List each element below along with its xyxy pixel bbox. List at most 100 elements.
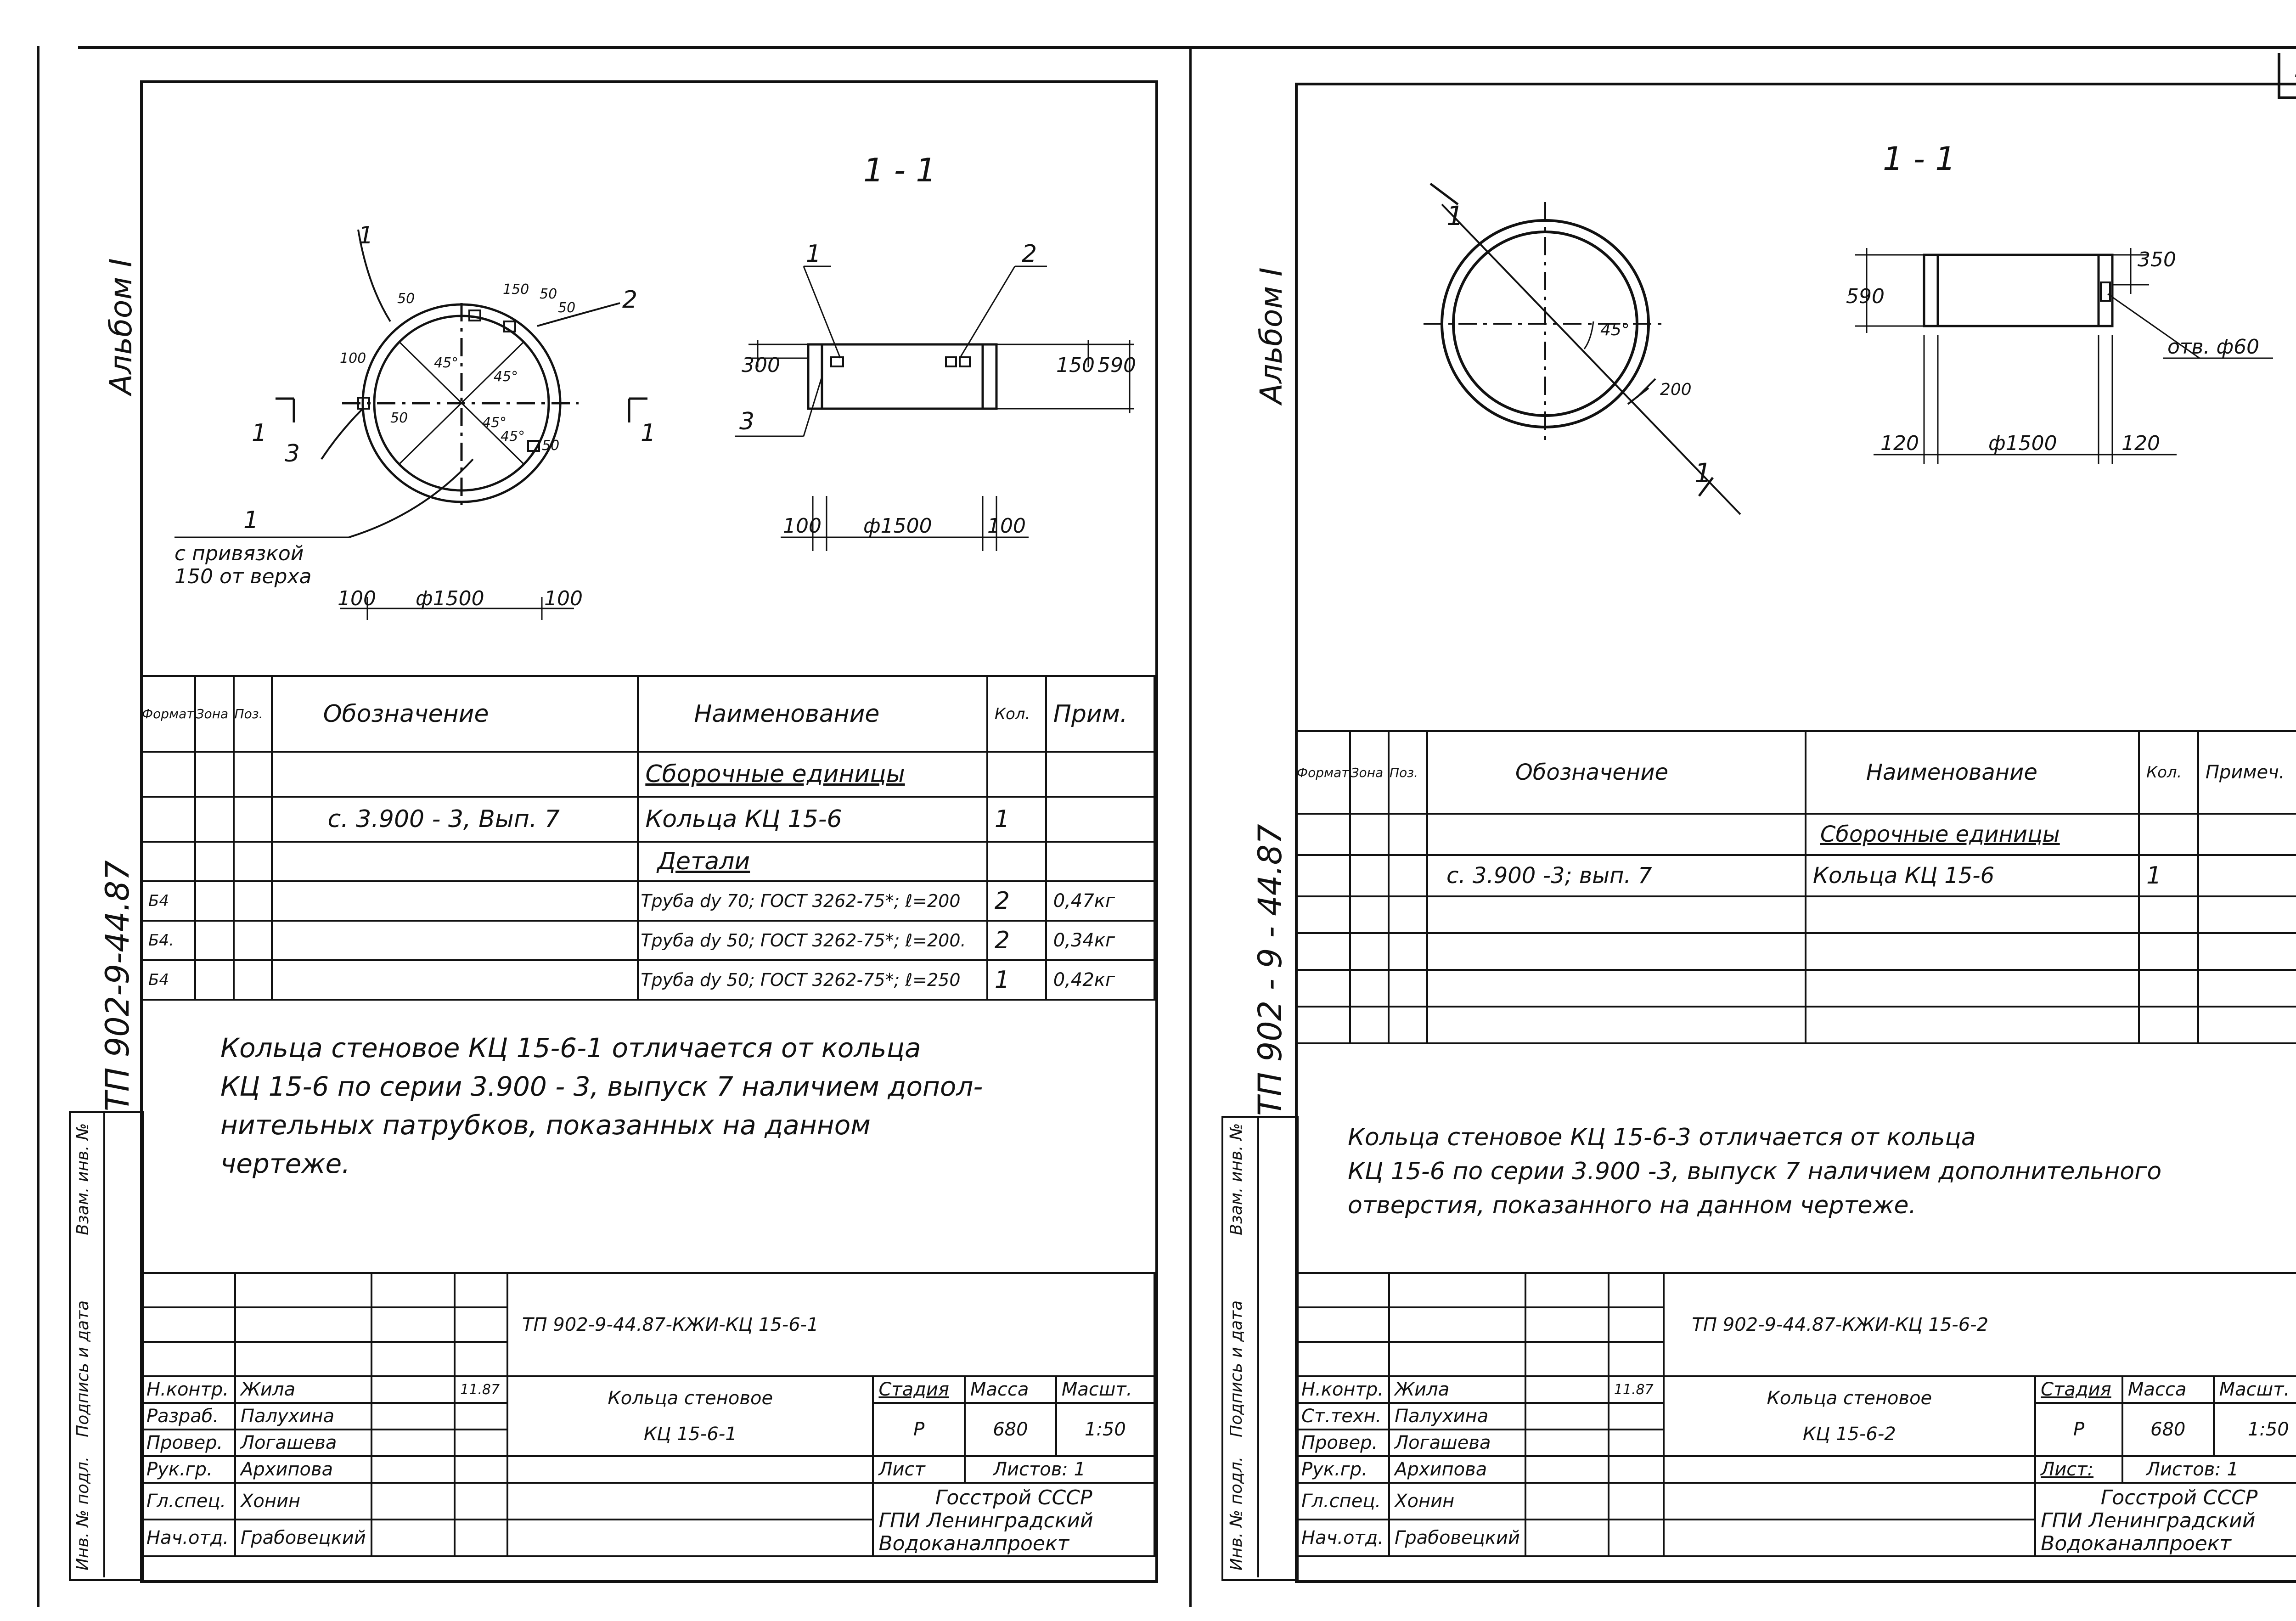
table-cell [1388,1006,1428,1044]
right-spec-row-1: Сборочные единицы [1295,813,2296,856]
right-signer-name-5: Хонин [1388,1482,1526,1520]
table-cell [1388,1341,1526,1377]
table-row: Ст.техн. Палухина Р 680 1:50 [1294,1402,2296,1457]
table-cell [454,1519,509,1557]
table-cell: с. 3.900 -3; вып. 7 [1426,854,1806,897]
table-cell [1295,854,1351,897]
left-tb-org-1: Госстрой СССР [935,1486,1092,1509]
left-section-dim-150: 150 [1056,354,1095,377]
table-cell: с. 3.900 - 3, Вып. 7 [270,796,639,843]
table-cell [370,1429,456,1457]
left-plan-view [174,229,647,620]
left-tb-mass: 680 [963,1402,1057,1457]
table-cell: Кольца КЦ 15-6 [637,796,988,843]
table-cell [370,1306,456,1343]
table-cell [2197,854,2296,897]
right-section-bottom-dim-1: 120 [1880,432,1919,455]
left-spec-table: Формат Зона Поз. Обозначение Наименовани… [140,675,1156,1001]
left-page-frame [37,46,39,1607]
left-note-line-3: нительных патрубков, показанных на данно… [220,1109,871,1141]
table-row: Гл.спец. Хонин Госстрой СССР ГПИ Ленингр… [140,1482,1155,1557]
right-tb-org-3: Водоканалпроект [2041,1532,2231,1555]
table-cell [232,841,273,882]
table-cell [454,1429,509,1457]
table-cell [234,1272,372,1308]
left-plan-dim-4: 50 [540,286,557,302]
table-cell [1662,1482,2037,1520]
right-tb-scale-h: Масшт. [2212,1375,2296,1404]
table-row: Гл.спец. Хонин Госстрой СССР ГПИ Ленингр… [1294,1482,2296,1557]
table-cell [1607,1402,1665,1430]
left-plan-callout-1: 1 [358,222,373,249]
table-cell [1349,932,1390,971]
table-row: ТП 902-9-44.87-КЖИ-КЦ 15-6-2 [1294,1272,2296,1377]
table-cell [1388,932,1428,971]
left-spec-h-pos: Поз. [232,675,273,753]
table-cell [1524,1455,1609,1484]
right-spec-h-oboz: Обозначение [1426,730,1806,815]
left-plan-callout-3: 3 [285,440,300,467]
right-tb-code: ТП 902-9-44.87-КЖИ-КЦ 15-6-2 [1662,1272,2296,1377]
right-spec-row-6 [1295,1006,2296,1044]
table-cell [1607,1341,1665,1377]
table-cell [454,1306,509,1343]
table-cell [270,920,639,961]
table-cell [1388,969,1428,1007]
table-cell [506,1482,874,1520]
left-tb-org-2: ГПИ Ленинградский [878,1509,1093,1532]
table-row [1294,1341,2296,1377]
table-cell [1295,932,1351,971]
table-cell [506,1455,874,1484]
table-cell [1607,1429,1665,1457]
table-cell: Б4 [140,959,196,1001]
table-cell: 1 [2138,854,2199,897]
right-signer-name-6: Грабовецкий [1388,1519,1526,1557]
table-cell [454,1455,509,1484]
table-cell [1524,1402,1609,1430]
table-cell: Сборочные единицы [637,751,988,798]
left-section-callout-2: 2 [1022,240,1037,268]
table-cell [1804,895,2140,934]
right-tb-mass-h: Масса [2121,1375,2215,1404]
left-spec-row-6: Б4 Труба dy 50; ГОСТ 3262-75*; ℓ=250 1 0… [140,959,1156,1001]
table-cell [232,959,273,1001]
left-tb-name: Кольца стеновое КЦ 15-6-1 [506,1375,874,1457]
left-plan-note-1: с привязкой [174,542,304,565]
left-signer-role-4: Рук.гр. [140,1455,236,1484]
left-plan-angle-1: 45° [434,355,458,371]
right-section-view [1855,248,2273,464]
table-cell [454,1272,509,1308]
table-cell [140,1306,236,1343]
right-signer-role-2: Ст.техн. [1294,1402,1390,1430]
table-cell [2138,932,2199,971]
table-cell [1295,969,1351,1007]
table-cell: 0,47кг [1045,880,1156,922]
table-cell [1804,932,2140,971]
right-section-hole: отв. ф60 [2167,335,2259,359]
left-tb-stage: Р [872,1402,966,1457]
right-section-bottom-dim-3: 120 [2122,432,2160,455]
table-cell [232,920,273,961]
left-signer-name-2: Палухина [234,1402,372,1430]
left-plan-dim-5: 50 [558,300,575,316]
table-cell: 1 [986,959,1047,1001]
left-signer-name-1: Жила [234,1375,372,1404]
table-cell [2138,895,2199,934]
table-cell [2138,1006,2199,1044]
right-tb-org-2: ГПИ Ленинградский [2041,1509,2256,1532]
right-spec-h-pos: Поз. [1388,730,1428,815]
table-cell [1388,813,1428,856]
table-cell [140,751,196,798]
right-spec-header-row: Формат Зона Поз. Обозначение Наименовани… [1295,730,2296,815]
right-signer-name-4: Архипова [1388,1455,1526,1484]
table-cell [1295,813,1351,856]
right-tb-sheet: Лист: [2034,1455,2123,1484]
left-signer-date-1: 11.87 [454,1375,509,1404]
table-cell [1388,895,1428,934]
table-cell [140,1272,236,1308]
right-plan-mark-a: 1 [1446,200,1463,231]
table-cell [1607,1306,1665,1343]
table-cell [1388,1272,1526,1308]
table-cell [1524,1272,1609,1308]
